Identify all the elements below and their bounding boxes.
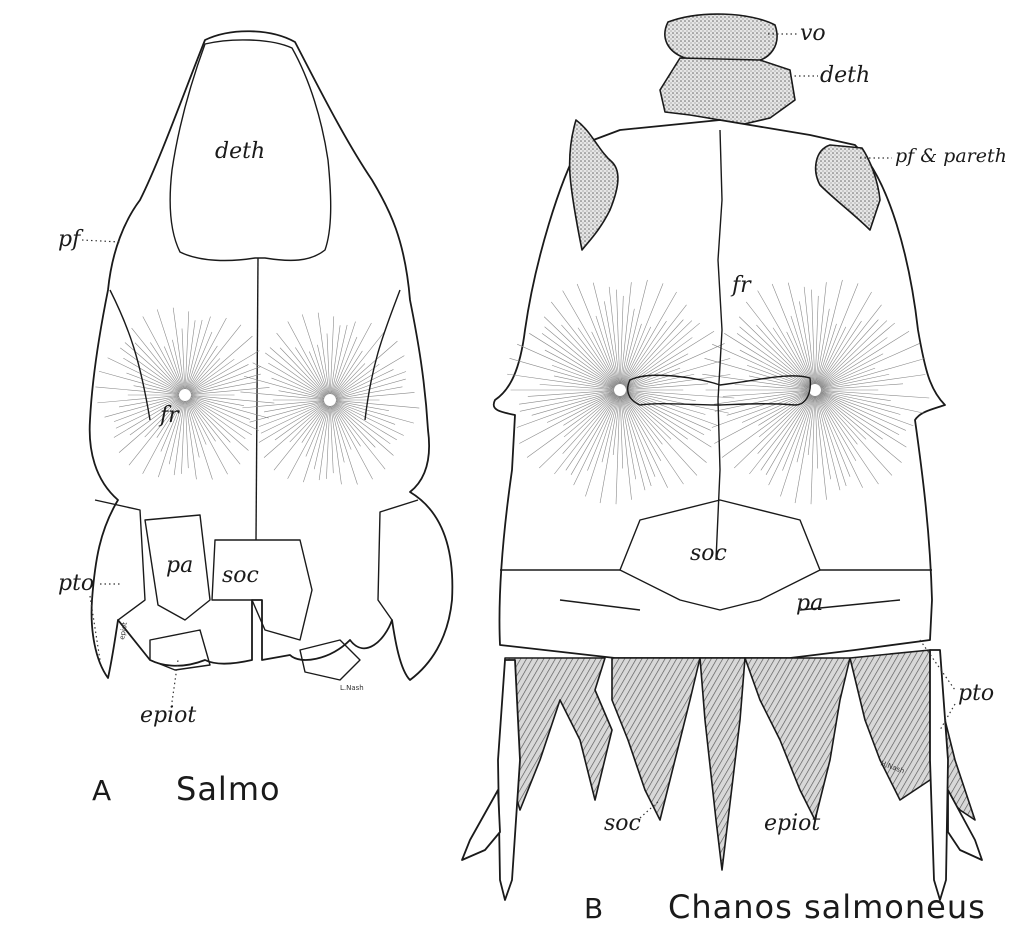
chanos-pterotic-right-process: [850, 650, 975, 820]
label-epiot-b: epiot: [764, 811, 820, 836]
chanos-vomer: [665, 14, 777, 62]
label-soc-a: soc: [222, 563, 259, 588]
label-soc-center-b: soc: [690, 541, 727, 566]
label-deth-a: deth: [215, 139, 265, 164]
caption-name-b: Chanos salmoneus: [668, 888, 986, 926]
caption-letter-a: A: [92, 774, 111, 807]
chanos-pterotic-right-spine: [930, 650, 948, 900]
chanos-left-fin: [462, 790, 500, 860]
label-pa-b: pa: [796, 591, 823, 616]
label-fr-b: fr: [730, 273, 752, 298]
label-vo-b: vo: [800, 21, 826, 46]
chanos-supraoccipital-spine: [700, 658, 745, 870]
signature-a: L.Nash: [340, 684, 364, 692]
caption-letter-b: B: [584, 892, 603, 925]
label-fr-a: fr: [158, 403, 180, 428]
label-pf-a: pf: [58, 227, 84, 252]
label-pa-a: pa: [166, 553, 193, 578]
caption-name-a: Salmo: [176, 770, 281, 808]
label-deth-b: deth: [820, 63, 870, 88]
label-pto-b: pto: [958, 681, 994, 706]
label-pto-a: pto: [58, 571, 94, 596]
label-pf-pareth-b: pf & pareth: [895, 145, 1007, 167]
chanos-epiotic-right-process: [745, 658, 850, 820]
label-epiot-small-a: epiot: [118, 621, 129, 640]
panel-a-salmo-skull: [90, 31, 453, 680]
label-epiot-a: epiot: [140, 703, 196, 728]
label-soc-lower-b: soc: [604, 811, 641, 836]
leader-pf-a: [82, 240, 120, 242]
chanos-pterotic-left-spine: [498, 660, 520, 900]
chanos-epiotic-left-process: [612, 658, 700, 820]
chanos-dermethmoid: [660, 58, 795, 125]
chanos-posterior-processes: [505, 658, 612, 810]
